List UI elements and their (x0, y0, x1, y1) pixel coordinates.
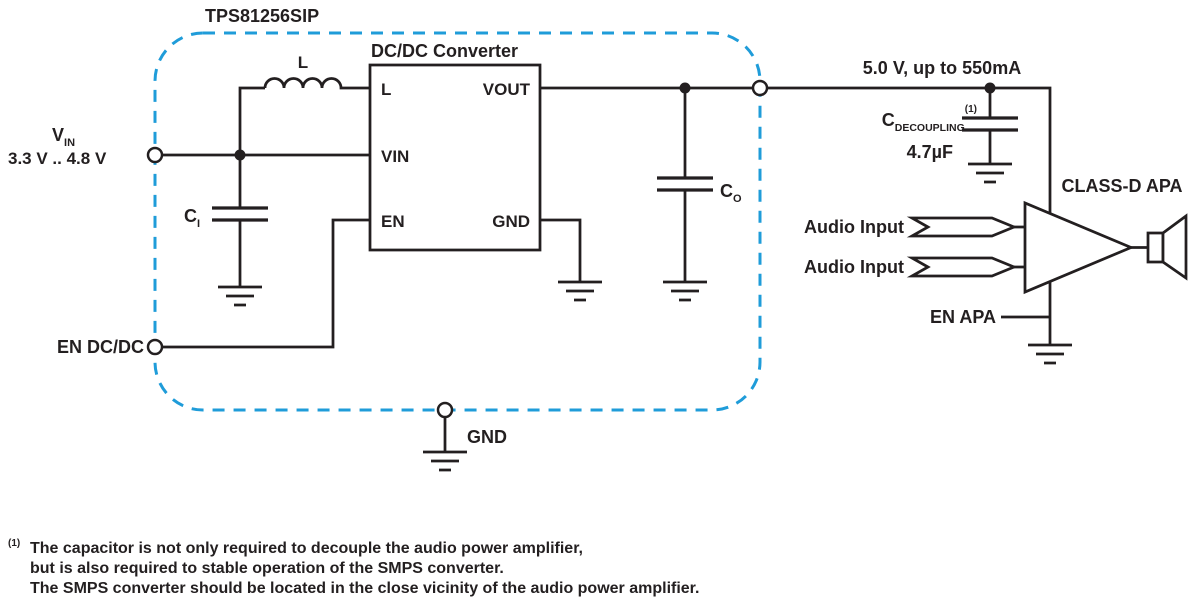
ground-symbol (661, 280, 709, 302)
input-cap-label: CI (184, 206, 200, 230)
junction-dot (984, 82, 996, 94)
output-capacitor-symbol (657, 176, 713, 192)
footnote-line-1: The capacitor is not only required to de… (30, 540, 583, 557)
pin-label-gnd: GND (492, 212, 530, 231)
en-dcdc-terminal (146, 338, 164, 356)
inductor-symbol (263, 77, 370, 90)
gnd-terminal-label: GND (467, 427, 507, 447)
enable-wire (162, 218, 370, 349)
gnd-terminal (436, 401, 454, 419)
ground-symbol (966, 162, 1014, 184)
junction-dot (234, 149, 246, 161)
inductor-label: L (298, 53, 308, 72)
en-dcdc-label: EN DC/DC (57, 337, 144, 357)
speaker-body (1146, 231, 1165, 264)
dcdc-converter-block (368, 63, 542, 252)
vout-wire-right (767, 86, 1052, 215)
footnote-line-3: The SMPS converter should be located in … (30, 580, 699, 597)
vin-terminal (146, 146, 164, 164)
cdec-symbol-sub: DECOUPLING (895, 122, 965, 134)
ground-symbol (421, 450, 469, 472)
output-voltage-label: 5.0 V, up to 550mA (863, 58, 1021, 78)
converter-label: DC/DC Converter (371, 41, 518, 61)
converter-gnd-wire (540, 218, 582, 282)
audio-input-label-bottom: Audio Input (804, 257, 904, 277)
ground-symbol (1026, 343, 1074, 365)
input-capacitor-symbol (212, 206, 268, 222)
footnote-line-2: but is also required to stable operation… (30, 560, 504, 577)
ground-symbol (216, 285, 264, 307)
part-title: TPS81256SIP (205, 6, 319, 26)
vin-symbol-sub: IN (64, 137, 75, 149)
ci-symbol: C (184, 206, 197, 226)
pin-label-en: EN (381, 212, 405, 231)
co-symbol-sub: O (733, 193, 742, 205)
class-d-amplifier-symbol (1023, 200, 1135, 295)
cdec-symbol: C (882, 110, 895, 130)
en-apa-label: EN APA (930, 307, 996, 327)
speaker-horn (1161, 213, 1188, 281)
decoupling-cap-value: 4.7µF (907, 142, 953, 162)
inductor-branch-wire (238, 86, 265, 155)
amplifier-title: CLASS-D APA (1062, 176, 1183, 196)
pin-label-vin: VIN (381, 147, 409, 166)
decoupling-cap-label: CDECOUPLING(1) (882, 104, 977, 134)
en-apa-wire (1001, 281, 1052, 345)
footnote-marker: (1) (8, 538, 20, 549)
audio-input-arrow-top (906, 216, 1018, 238)
co-symbol: C (720, 181, 733, 201)
vout-terminal (751, 79, 769, 97)
audio-input-label-top: Audio Input (804, 217, 904, 237)
pin-label-vout: VOUT (483, 80, 531, 99)
ci-symbol-sub: I (197, 218, 200, 230)
junction-dot (679, 82, 691, 94)
audio-input-arrow-bottom (906, 256, 1018, 278)
device-boundary (153, 31, 762, 412)
pin-label-l: L (381, 80, 391, 99)
output-cap-label: CO (720, 181, 742, 205)
vin-symbol: V (52, 125, 64, 145)
vin-range-label: 3.3 V .. 4.8 V (8, 149, 107, 168)
cdec-note-ref: (1) (965, 104, 977, 115)
ground-symbol (556, 280, 604, 302)
decoupling-capacitor-symbol (962, 116, 1018, 132)
vin-symbol-label: VIN (52, 125, 75, 149)
